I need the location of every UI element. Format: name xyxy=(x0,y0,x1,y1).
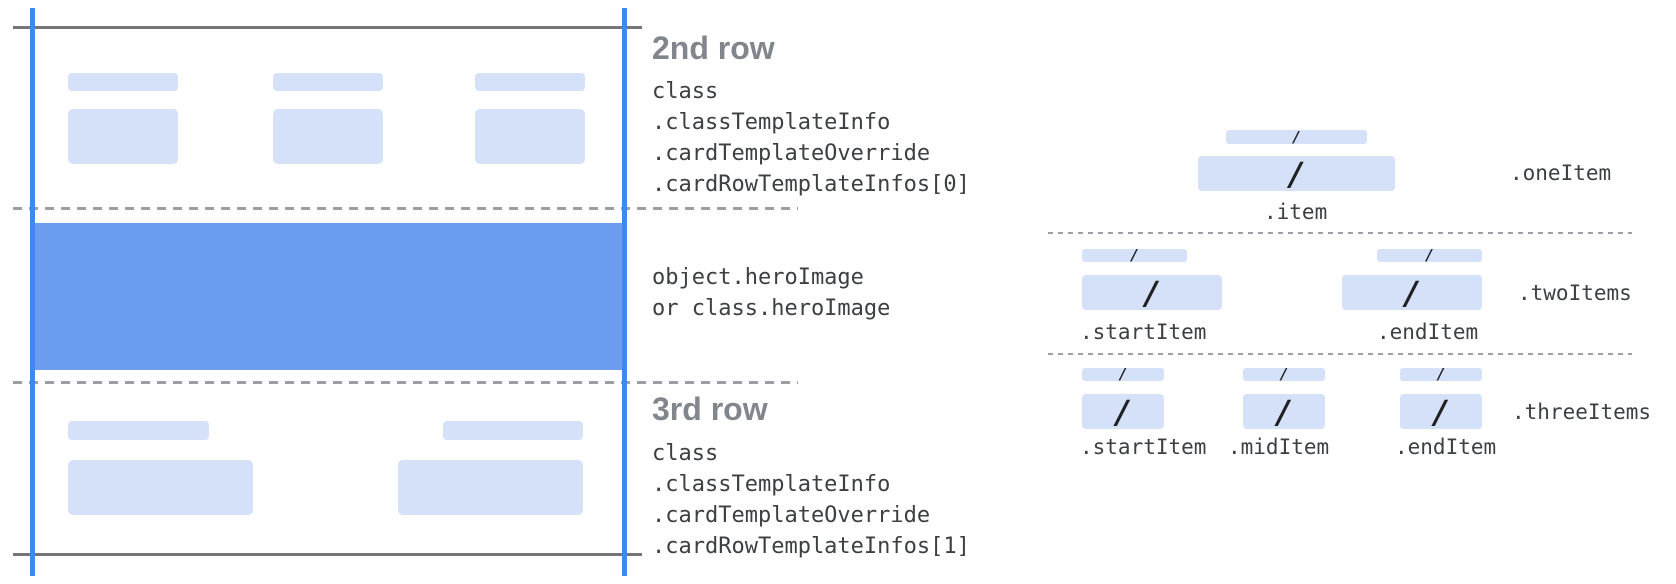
three-items-mid-label-bar: / xyxy=(1243,365,1325,383)
one-item-row-label: .oneItem xyxy=(1510,161,1612,185)
card-right-edge-guide xyxy=(622,8,627,576)
three-items-end-value-bar: / xyxy=(1400,394,1482,429)
two-three-separator-dashed xyxy=(1048,353,1632,355)
hero-image-band xyxy=(30,223,627,370)
three-items-mid-value-bar: / xyxy=(1243,394,1325,429)
code-line: .cardTemplateOverride xyxy=(652,503,931,528)
one-item-label-bar: / xyxy=(1226,127,1367,146)
code-line: class xyxy=(652,441,719,466)
code-line: .cardRowTemplateInfos[0] xyxy=(652,172,970,197)
card-left-edge-guide xyxy=(30,8,35,576)
code-line: .cardRowTemplateInfos[1] xyxy=(652,534,970,559)
row3-end-value-placeholder xyxy=(398,460,583,515)
row2-code-block: class .classTemplateInfo .cardTemplateOv… xyxy=(652,76,970,200)
code-line: .cardTemplateOverride xyxy=(652,141,931,166)
one-item-value-bar: / xyxy=(1198,156,1395,191)
row3-heading: 3rd row xyxy=(652,391,768,427)
row3-start-label-placeholder xyxy=(68,421,209,440)
two-items-start-label-bar: / xyxy=(1082,246,1187,264)
row2-col3-value-placeholder xyxy=(475,109,585,164)
start-item-label: .startItem xyxy=(1080,435,1207,459)
slash-glyph: / xyxy=(1424,246,1435,264)
item-label: .item xyxy=(1264,200,1328,224)
code-line: .classTemplateInfo xyxy=(652,472,891,497)
code-line: .classTemplateInfo xyxy=(652,110,891,135)
mid-item-label: .midItem xyxy=(1228,435,1330,459)
slash-glyph: / xyxy=(1291,127,1302,146)
three-items-row-label: .threeItems xyxy=(1512,400,1652,424)
slash-glyph: / xyxy=(1274,392,1294,431)
slash-glyph: / xyxy=(1286,154,1307,193)
hero-row3-separator-dashed xyxy=(13,381,798,384)
two-items-start-value-bar: / xyxy=(1082,275,1222,310)
two-items-end-value-bar: / xyxy=(1342,275,1482,310)
slash-glyph: / xyxy=(1129,246,1140,264)
code-line: object.heroImage xyxy=(652,265,864,290)
row2-col1-value-placeholder xyxy=(68,109,178,164)
three-items-start-value-bar: / xyxy=(1082,394,1164,429)
three-items-start-label-bar: / xyxy=(1082,365,1164,383)
row3-end-label-placeholder xyxy=(443,421,583,440)
slash-glyph: / xyxy=(1142,273,1162,312)
slash-glyph: / xyxy=(1436,365,1446,383)
end-item-label: .endItem xyxy=(1377,320,1479,344)
end-item-label: .endItem xyxy=(1395,435,1497,459)
start-item-label: .startItem xyxy=(1080,320,1207,344)
two-items-row-label: .twoItems xyxy=(1518,281,1632,305)
row3-code-block: class .classTemplateInfo .cardTemplateOv… xyxy=(652,438,970,562)
slash-glyph: / xyxy=(1431,392,1451,431)
card-bottom-boundary-line xyxy=(13,553,642,556)
row2-hero-separator-dashed xyxy=(13,207,798,210)
row2-col2-value-placeholder xyxy=(273,109,383,164)
slash-glyph: / xyxy=(1402,273,1422,312)
slash-glyph: / xyxy=(1113,392,1133,431)
slash-glyph: / xyxy=(1118,365,1128,383)
code-line: or class.heroImage xyxy=(652,296,891,321)
three-items-end-label-bar: / xyxy=(1400,365,1482,383)
card-top-boundary-line xyxy=(13,26,642,29)
slash-glyph: / xyxy=(1279,365,1289,383)
row2-col3-label-placeholder xyxy=(475,73,585,91)
one-two-separator-dashed xyxy=(1048,232,1632,234)
row2-col1-label-placeholder xyxy=(68,73,178,91)
row3-start-value-placeholder xyxy=(68,460,253,515)
row2-heading: 2nd row xyxy=(652,30,775,66)
row2-col2-label-placeholder xyxy=(273,73,383,91)
two-items-end-label-bar: / xyxy=(1377,246,1482,264)
hero-code-block: object.heroImage or class.heroImage xyxy=(652,262,890,324)
code-line: class xyxy=(652,79,719,104)
